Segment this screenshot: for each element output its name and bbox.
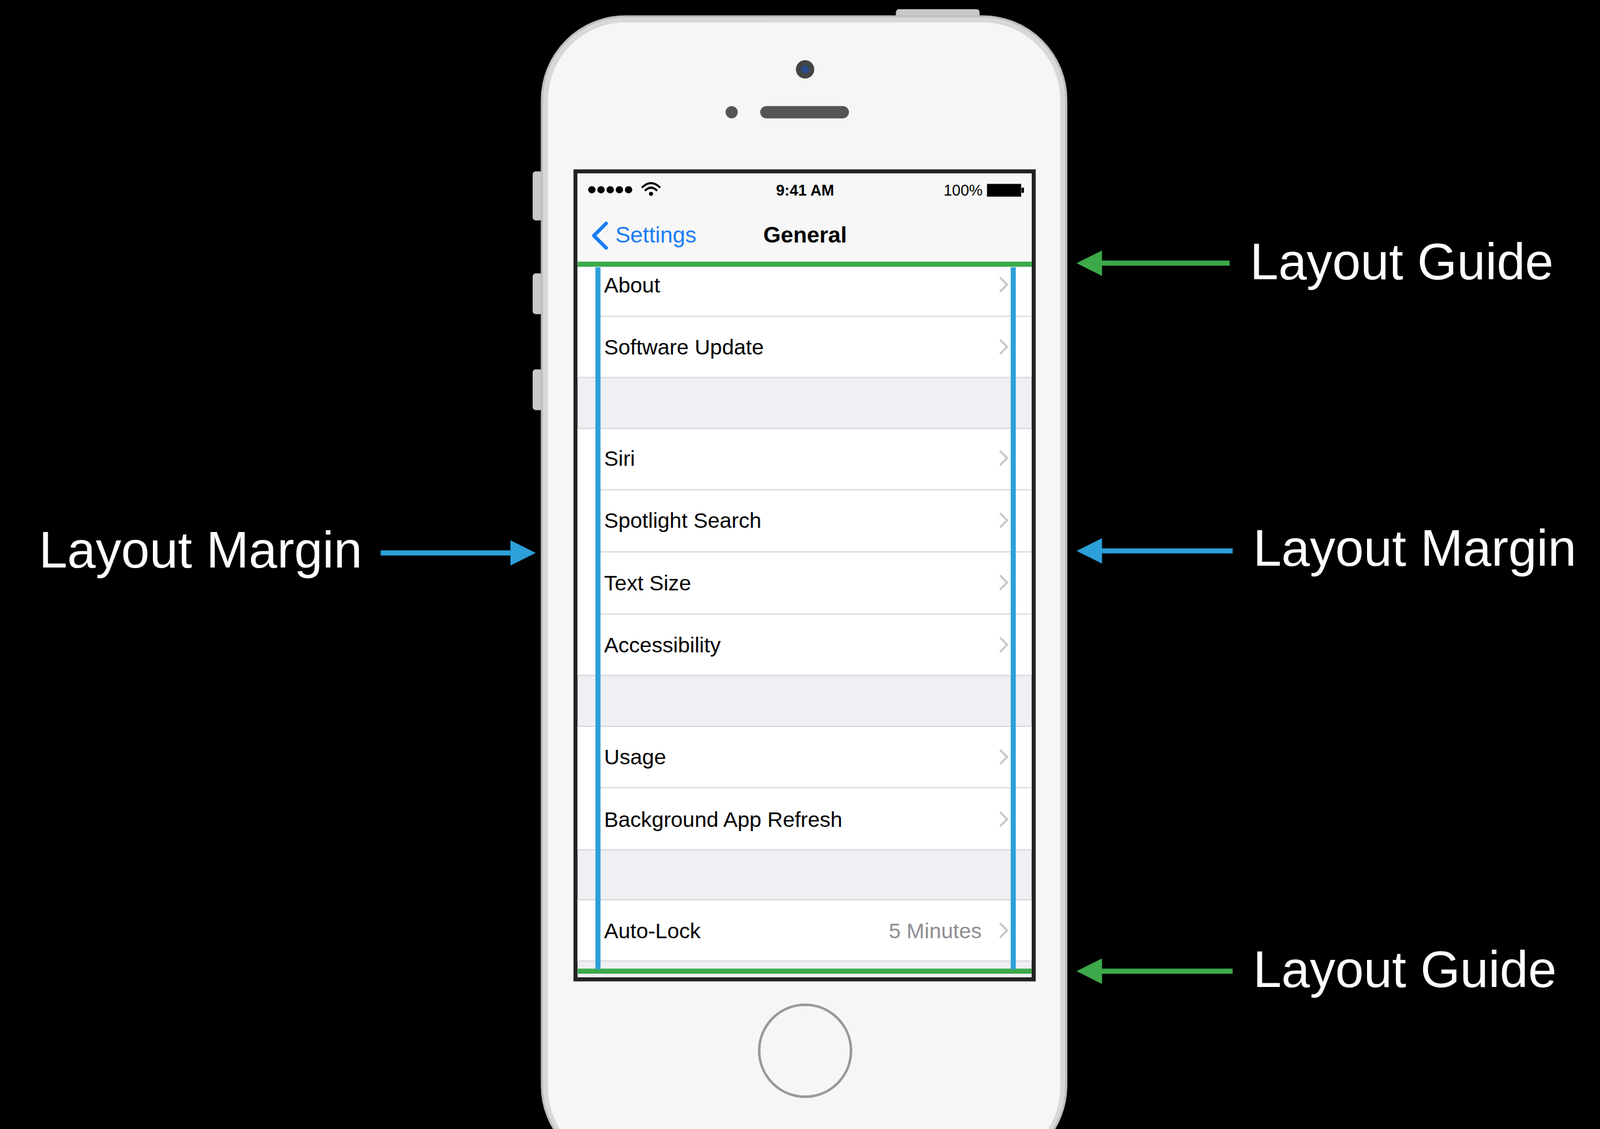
status-time: 9:41 AM	[775, 182, 835, 200]
callout-label: Layout Margin	[1253, 520, 1577, 577]
callout-label: Layout Margin	[39, 523, 363, 580]
row-value: 5 Minutes	[888, 918, 982, 943]
callout-label: Layout Guide	[1253, 942, 1557, 999]
nav-title: General	[763, 223, 847, 249]
row-title: Text Size	[604, 570, 692, 595]
row-title: Accessibility	[604, 633, 722, 657]
row-title: Spotlight Search	[604, 508, 762, 533]
row-title: Siri	[604, 446, 636, 471]
row-title: Software Update	[604, 335, 764, 359]
back-button: Settings	[615, 223, 697, 249]
row-title: About	[604, 272, 661, 297]
callout-label: Layout Guide	[1250, 234, 1554, 291]
row-title: Background App Refresh	[604, 807, 843, 832]
status-battery: 100%	[943, 182, 983, 200]
row-title: Auto-Lock	[604, 918, 701, 943]
row-title: Usage	[604, 745, 667, 769]
